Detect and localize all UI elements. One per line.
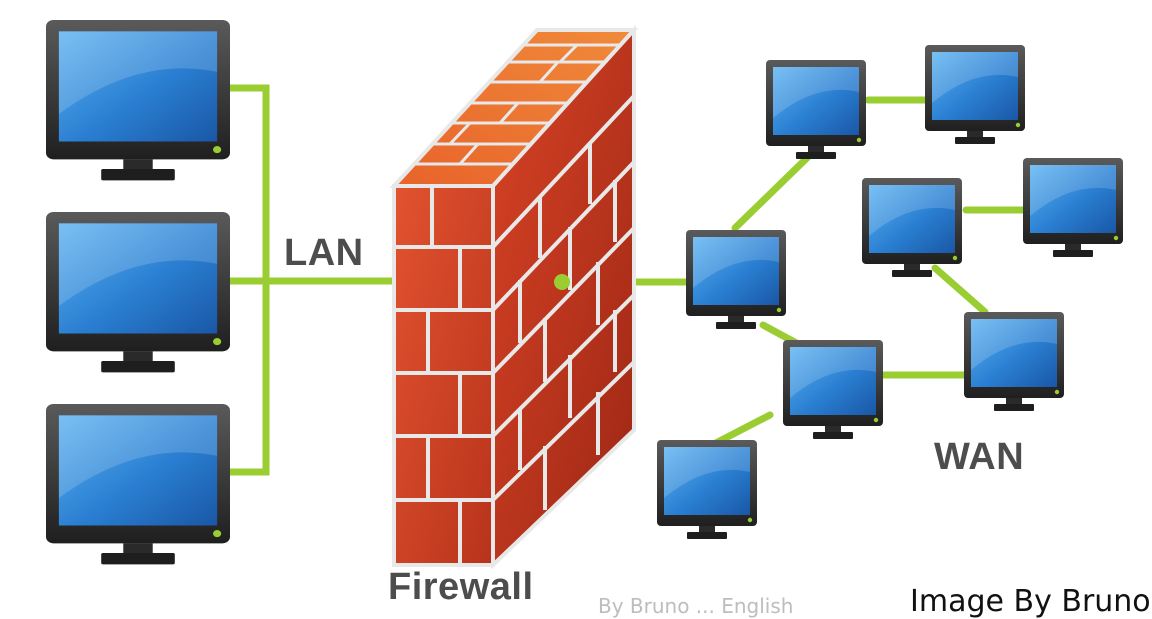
firewall-label: Firewall — [388, 566, 534, 608]
wan-label: WAN — [934, 436, 1025, 478]
lan-label: LAN — [284, 232, 364, 274]
wan-computer-bottom-left — [657, 440, 757, 539]
wan-computer-bottom-center — [783, 340, 883, 439]
wan-computer-mid-right — [1023, 158, 1123, 257]
firewall-wall — [389, 24, 639, 570]
wan-computer-right — [964, 312, 1064, 411]
wan-computer-mid-left — [862, 178, 962, 277]
wan-computer-top-left — [766, 60, 866, 159]
lan-computer-3 — [46, 404, 230, 565]
wan-computer-center — [686, 230, 786, 329]
image-credit: Image By Bruno P — [910, 584, 1152, 619]
lan-computer-2 — [46, 212, 230, 373]
wan-computer-top-right — [925, 45, 1025, 144]
lan-computer-1 — [46, 20, 230, 181]
credit-faint: By Bruno ... English — [598, 594, 794, 618]
lan-links — [225, 84, 399, 476]
